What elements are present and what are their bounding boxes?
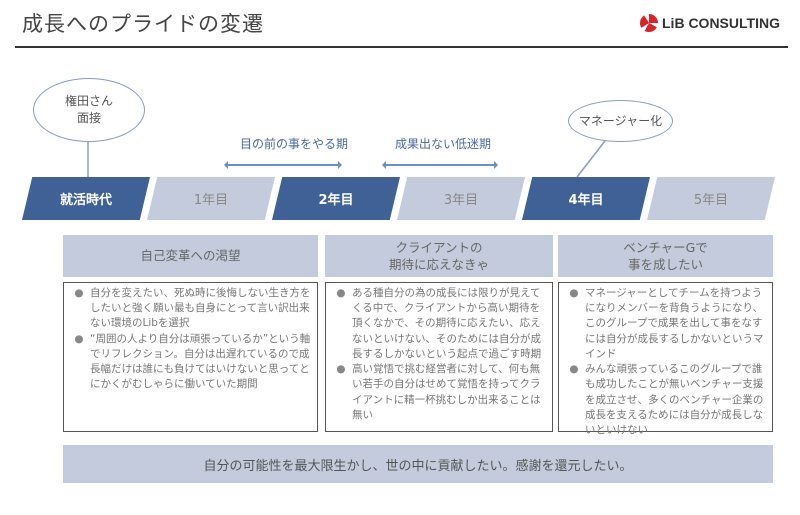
logo: LiB CONSULTING (640, 14, 780, 32)
bullet-icon: ● (336, 363, 346, 376)
period-label: 目の前の事をやる期 (240, 137, 349, 151)
header-text: 期待に応えなきゃ (388, 257, 489, 272)
title-divider (15, 46, 788, 48)
bullet-text: マネージャーとしてチームを持つようになりメンバーを背負うようになり、このグループ… (585, 287, 764, 360)
double-arrow-icon (224, 161, 342, 168)
list-item: ● “周囲の人より自分は頑張っているか”という軸でリフレクション。自分は出遅れてい… (68, 332, 311, 393)
column-header: ベンチャーGで事を成したい (558, 235, 773, 277)
summary-banner: 自分の可能性を最大限生かし、世の中に貢献したい。感謝を還元したい。 (63, 445, 773, 483)
bubble-text: 面接 (76, 111, 101, 125)
bubble-text: マネージャー化 (578, 113, 663, 128)
page-title: 成長へのプライドの変遷 (22, 12, 264, 36)
bubble-text: 権田さん (64, 94, 113, 109)
bullet-text: ある種自分の為の成長には限りが見えてくる中で、クライアントから高い期待を頂くなか… (352, 287, 542, 360)
period-label: 成果出ない低迷期 (395, 137, 492, 151)
callout-bubble-interview: 権田さん面接 (33, 78, 145, 142)
double-arrow-icon (382, 161, 498, 168)
bullet-icon: ● (336, 287, 346, 299)
header-text: 事を成したい (627, 257, 703, 272)
column-header: クライアントの期待に応えなきゃ (325, 235, 553, 277)
callout-bubble-manager: マネージャー化 (568, 100, 673, 142)
list-item: ● ある種自分の為の成長には限りが見えてくる中で、クライアントから高い期待を頂くな… (330, 286, 546, 362)
timeline-year-2: 2年目 (272, 177, 400, 220)
column-body: ● マネージャーとしてチームを持つようになりメンバーを背負うようになり、このグルー… (558, 282, 773, 436)
timeline-year-5: 5年目 (647, 177, 775, 220)
bullet-text: 自分を変えたい、死ぬ時に後悔しない生き方をしたいと強く願い最も自身にとって言い訳… (90, 287, 311, 330)
timeline-year-1: 1年目 (147, 177, 275, 220)
header-text: クライアントの (395, 239, 483, 255)
logo-icon (640, 14, 658, 32)
column-body: ● 自分を変えたい、死ぬ時に後悔しない生き方をしたいと強く願い最も自身にとって言い… (63, 282, 318, 432)
bullet-text: 高い覚悟で挑む経営者に対して、何も無い若手の自分はせめて覚悟を持ってクライアント… (352, 363, 541, 421)
bullet-icon: ● (569, 363, 579, 376)
list-item: ● 高い覚悟で挑む経営者に対して、何も無い若手の自分はせめて覚悟を持ってクライアン… (330, 362, 546, 423)
timeline-job-hunting: 就活時代 (22, 177, 150, 220)
bubble-connector (576, 140, 606, 178)
list-item: ● 自分を変えたい、死ぬ時に後悔しない生き方をしたいと強く願い最も自身にとって言い… (68, 286, 311, 332)
timeline-year-4: 4年目 (522, 177, 650, 220)
bullet-text: “周囲の人より自分は頑張っているか”という軸でリフレクション。自分は出遅れている… (90, 332, 311, 391)
bullet-icon: ● (74, 332, 84, 345)
list-item: ● マネージャーとしてチームを持つようになりメンバーを背負うようになり、このグルー… (563, 286, 766, 362)
bullet-icon: ● (74, 287, 84, 299)
connector-lines (87, 140, 606, 178)
bullet-text: みんな頑張っているこのグループで誰も成功したことが無いベンチャー支援を成立させ、… (585, 363, 764, 436)
logo-text: LiB CONSULTING (662, 15, 780, 31)
bullet-icon: ● (569, 287, 579, 299)
column-body: ● ある種自分の為の成長には限りが見えてくる中で、クライアントから高い期待を頂くな… (325, 282, 553, 432)
column-header: 自己変革への渇望 (63, 235, 318, 277)
list-item: ● みんな頑張っているこのグループで誰も成功したことが無いベンチャー支援を成立させ… (563, 362, 766, 438)
header-text: 自己変革への渇望 (140, 248, 241, 264)
timeline-year-3: 3年目 (397, 177, 525, 220)
header-text: ベンチャーGで (623, 239, 708, 255)
